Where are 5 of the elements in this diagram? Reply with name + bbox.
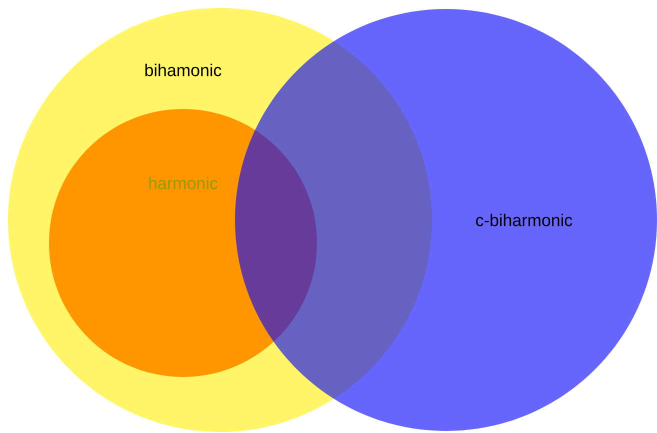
circle-label: bihamonic <box>145 64 222 76</box>
circle <box>49 109 317 377</box>
circle-label: c-biharmonic <box>476 214 572 226</box>
circle <box>235 9 657 431</box>
circle-label: harmonic <box>149 176 218 190</box>
